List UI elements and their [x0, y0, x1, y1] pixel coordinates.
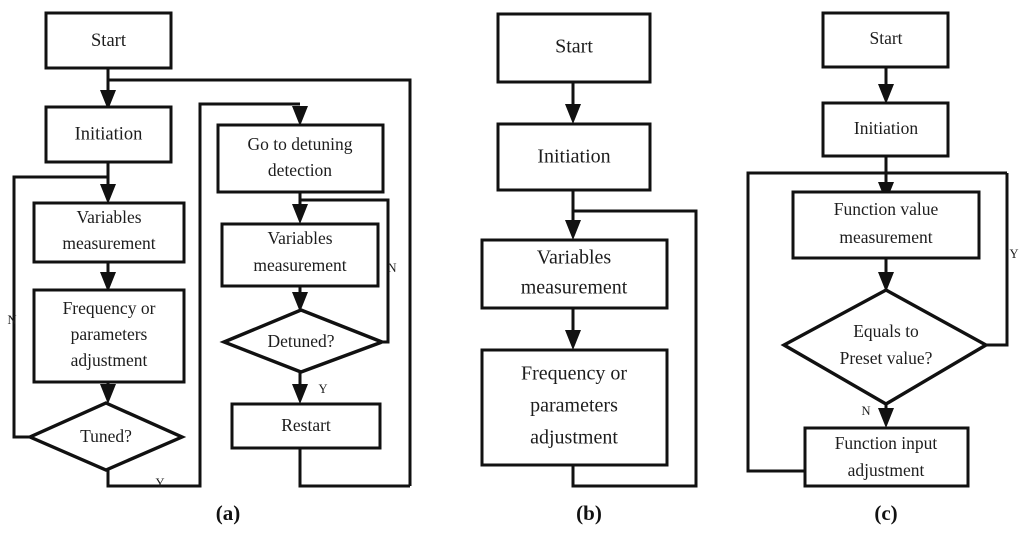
arrowhead-a-freq-tuned: [100, 384, 116, 404]
node-c-funcval-line1: Function value: [834, 199, 939, 219]
node-b-freq-line2: parameters: [530, 395, 618, 417]
node-a-detuned-decision[interactable]: [219, 308, 387, 374]
node-a-restart-label: Restart: [281, 415, 331, 435]
node-c-equals-decision[interactable]: [780, 288, 990, 406]
branch-label-a-detuned-yes: Y: [318, 382, 327, 396]
arrowhead-b-start-initiation: [565, 104, 581, 124]
node-a-variables-line1: Variables: [76, 207, 141, 227]
node-a-variables-line2: measurement: [62, 233, 155, 253]
node-a-variables-measurement[interactable]: [32, 201, 186, 264]
arrowhead-a-initiation-variables: [100, 184, 116, 204]
panel-label-a: (a): [216, 501, 241, 525]
panel-label-b: (b): [576, 501, 602, 525]
edge-a-tuned-yes-2: [178, 102, 300, 488]
arrowhead-c-funcval-equals: [878, 272, 894, 292]
node-c-equals-line1: Equals to: [853, 321, 919, 341]
node-c-funcinput-line1: Function input: [835, 433, 938, 453]
node-b-variables-line2: measurement: [521, 277, 628, 299]
node-b-initiation[interactable]: [496, 122, 652, 192]
node-c-start[interactable]: [821, 11, 950, 69]
node-a-start[interactable]: [44, 11, 173, 70]
panel-a: Start Initiation Variables measurement F…: [7, 11, 412, 525]
node-c-funcinput-line2: adjustment: [848, 460, 925, 480]
node-b-start[interactable]: [496, 12, 652, 84]
edge-a-top-bus: [108, 78, 412, 486]
node-c-funcval-line2: measurement: [839, 227, 932, 247]
arrowhead-b-initiation-variables: [565, 220, 581, 240]
node-c-initiation[interactable]: [821, 101, 950, 158]
arrowhead-b-variables-freq: [565, 330, 581, 350]
panel-c: Start Initiation Function value measurem…: [746, 11, 1019, 525]
branch-label-a-detuned-no: N: [387, 261, 396, 275]
branch-label-a-tuned-yes: Y: [155, 476, 164, 490]
arrowhead-c-equals-funcinput: [878, 408, 894, 428]
arrowhead-a-into-goto: [292, 106, 308, 126]
node-a-goto-line1: Go to detuning: [248, 134, 353, 154]
node-b-freq-line3: adjustment: [530, 427, 618, 449]
node-c-function-value-measurement[interactable]: [791, 190, 981, 260]
arrowhead-c-start-initiation: [878, 84, 894, 104]
arrowhead-a-goto-variables2: [292, 204, 308, 224]
node-b-freq-line1: Frequency or: [521, 363, 627, 385]
node-a-freq-line2: parameters: [71, 324, 148, 344]
panel-label-c: (c): [874, 501, 897, 525]
node-a-variables2-line1: Variables: [267, 228, 332, 248]
node-c-function-input-adjustment[interactable]: [803, 426, 970, 488]
node-a-freq-line3: adjustment: [71, 350, 148, 370]
node-a-restart[interactable]: [230, 402, 382, 450]
node-c-initiation-label: Initiation: [854, 118, 918, 138]
branch-label-a-tuned-no: N: [7, 313, 16, 327]
arrowhead-a-detuned-restart: [292, 384, 308, 404]
node-a-tuned-decision[interactable]: [25, 401, 187, 472]
branch-label-c-equals-yes: Y: [1009, 247, 1018, 261]
arrowhead-a-variables2-detuned: [292, 292, 308, 312]
node-c-equals-line2: Preset value?: [840, 348, 933, 368]
node-a-goto-detuning-detection[interactable]: [216, 123, 385, 194]
arrowhead-a-start-initiation: [100, 90, 116, 110]
node-a-goto-line2: detection: [268, 160, 332, 180]
node-b-variables-measurement[interactable]: [480, 238, 669, 310]
node-b-frequency-adjustment[interactable]: [480, 348, 669, 467]
node-a-freq-line1: Frequency or: [63, 298, 156, 318]
branch-label-c-equals-no: N: [861, 404, 870, 418]
node-b-initiation-label: Initiation: [537, 146, 610, 168]
edge-a-tuned-yes-1: [106, 470, 200, 488]
arrowhead-a-variables-freq: [100, 272, 116, 292]
node-a-variables2-line2: measurement: [253, 255, 346, 275]
node-b-start-label: Start: [555, 36, 593, 58]
node-a-variables-measurement-2[interactable]: [220, 222, 380, 288]
node-c-start-label: Start: [869, 28, 902, 48]
node-a-tuned-label: Tuned?: [80, 426, 132, 446]
node-a-initiation[interactable]: [44, 105, 173, 164]
node-a-frequency-adjustment[interactable]: [32, 288, 186, 384]
panel-b: Start Initiation Variables measurement F…: [480, 12, 698, 525]
node-a-initiation-label: Initiation: [75, 124, 143, 144]
edge-b-loop-return: [571, 209, 698, 488]
node-a-detuned-label: Detuned?: [267, 331, 334, 351]
edge-a-tuned-no-return: [12, 175, 108, 439]
node-b-variables-line1: Variables: [537, 247, 612, 269]
node-a-start-label: Start: [91, 31, 127, 51]
edge-a-restart-return: [298, 448, 410, 488]
